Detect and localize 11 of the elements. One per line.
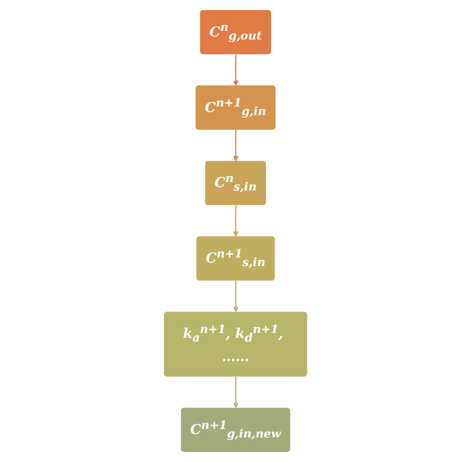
arrow xyxy=(232,280,238,312)
node-box xyxy=(164,312,308,377)
arrow xyxy=(232,54,238,86)
node-box xyxy=(205,160,266,206)
node-box xyxy=(196,236,275,281)
node-box xyxy=(200,10,271,54)
node-box xyxy=(196,85,276,130)
arrow xyxy=(232,205,238,237)
arrow xyxy=(232,130,238,162)
arrow xyxy=(232,376,238,408)
node-box xyxy=(180,408,290,452)
